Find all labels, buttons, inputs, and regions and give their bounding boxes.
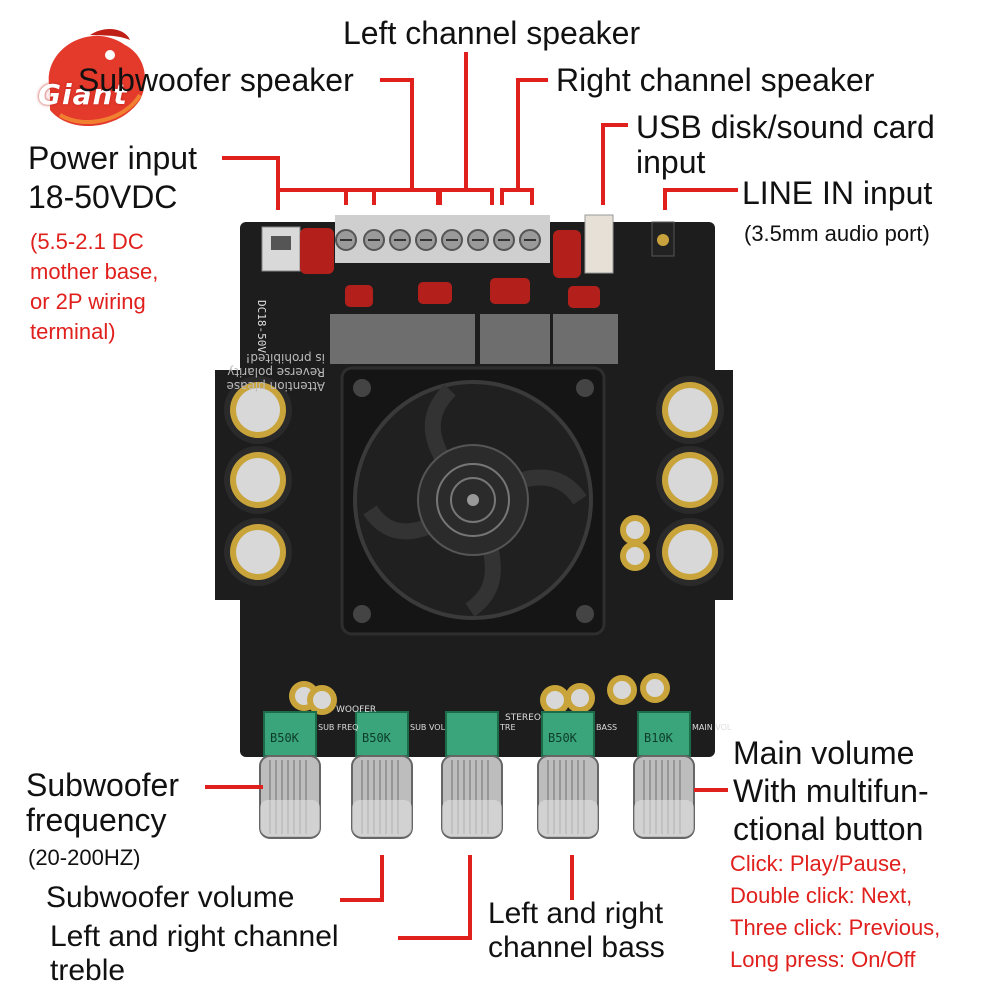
bass-knob[interactable]: B50K [537,711,599,839]
power-input-label: Power input [28,140,197,176]
warning-2: Reverse polarity [227,365,325,379]
sub-vol-knob[interactable]: B50K [351,711,413,839]
pot-silk-label: MAIN VOL [692,723,732,732]
stereo-silk: STEREO [505,713,541,723]
main-volume-label-3: ctional button [733,811,924,847]
pot-silk-labels: SUB FREQ SUB VOL TRE BASS MAIN VOL [318,723,732,732]
line-in-label: LINE IN input [742,175,933,211]
pot-silk-label: SUB FREQ [318,723,358,732]
bass-label-1: Left and right [488,897,664,930]
woofer-silk: WOOFER [336,705,376,715]
pot-value-label: B50K [362,731,392,745]
click-note-2: Double click: Next, [730,883,913,908]
pot-value-label: B10K [644,731,674,745]
main-volume-label-1: Main volume [733,735,915,771]
sub-freq-label-2: frequency [26,802,167,838]
power-note-1: (5.5-2.1 DC [30,229,144,254]
power-voltage-label: 18-50VDC [28,179,178,215]
click-note-1: Click: Play/Pause, [730,851,908,876]
bass-label-2: channel bass [488,931,665,964]
warning-1: Attention please [226,379,325,393]
treble-label-2: treble [50,954,126,987]
sub-freq-knob[interactable]: B50K [259,711,321,839]
left-channel-speaker-label: Left channel speaker [343,15,641,51]
warning-3: is prohibited! [246,351,325,365]
subwoofer-speaker-label: Subwoofer speaker [78,62,354,98]
logo-text: Giant [38,78,128,111]
sub-volume-label: Subwoofer volume [46,881,295,914]
pot-silk-label: TRE [499,723,516,732]
usb-socket [584,214,614,274]
brand-logo: Giant [30,20,160,140]
leader-lines [205,52,738,940]
click-note-3: Three click: Previous, [730,915,941,940]
usb-input-label-1: USB disk/sound card [636,109,935,145]
usb-input-label-2: input [636,144,706,180]
main-vol-knob[interactable]: B10K [633,711,695,839]
power-note-3: or 2P wiring [30,289,146,314]
treble-knob[interactable] [441,711,503,839]
power-note-4: terminal) [30,319,116,344]
power-silk: DC18-50V [255,300,268,353]
electrolytic-capacitors [224,376,724,715]
line-in-sublabel: (3.5mm audio port) [744,221,930,246]
pot-silk-label: SUB VOL [410,723,446,732]
terminal-screws [335,229,541,251]
pot-value-label: B50K [548,731,578,745]
pot-silk-label: BASS [596,723,617,732]
sub-freq-label-1: Subwoofer [26,767,179,803]
click-note-4: Long press: On/Off [730,947,916,972]
potentiometers: B50K B50K B50K B10K [259,711,695,839]
power-note-2: mother base, [30,259,159,284]
sub-freq-range: (20-200HZ) [28,845,141,870]
right-channel-speaker-label: Right channel speaker [556,62,875,98]
treble-label-1: Left and right channel [50,920,339,953]
main-volume-label-2: With multifun- [733,773,929,809]
fish-logo-icon [48,28,145,127]
pot-value-label: B50K [270,731,300,745]
